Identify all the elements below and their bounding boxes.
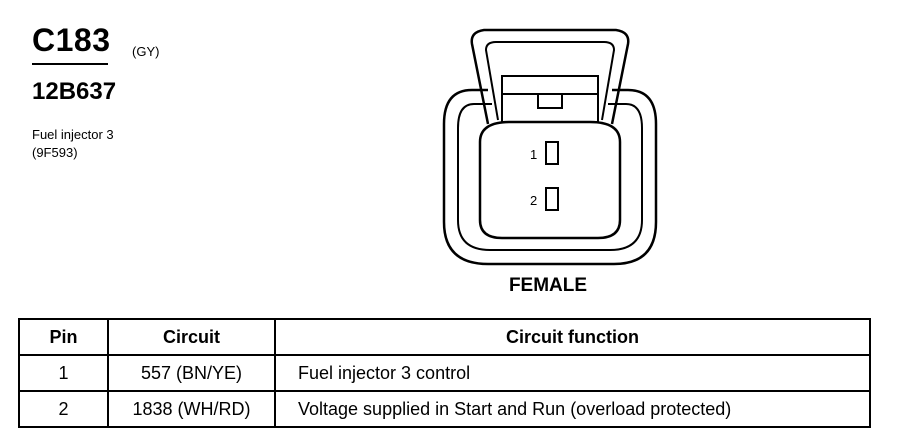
pin-1-cavity <box>545 141 559 165</box>
connector-outer-shell <box>442 88 658 266</box>
connector-color: (GY) <box>132 44 160 59</box>
function-cell: Voltage supplied in Start and Run (overl… <box>274 390 871 428</box>
header-pin: Pin <box>18 318 109 356</box>
circuit-cell: 1838 (WH/RD) <box>107 390 276 428</box>
lock-tab-outer <box>470 28 630 125</box>
header-circuit: Circuit <box>107 318 276 356</box>
connector-id-underline <box>32 63 108 65</box>
pin-2-label: 2 <box>530 193 537 208</box>
table-row: 2 1838 (WH/RD) Voltage supplied in Start… <box>18 390 871 428</box>
pin-cell: 1 <box>18 354 109 392</box>
part-number: 12B637 <box>32 78 117 105</box>
circuit-cell: 557 (BN/YE) <box>107 354 276 392</box>
connector-gender: FEMALE <box>508 275 588 296</box>
connector-id: C183 <box>32 22 111 58</box>
table-header-row: Pin Circuit Circuit function <box>18 318 871 356</box>
component-code: (9F593) <box>32 145 78 160</box>
latch-notch <box>537 94 563 109</box>
connector-inner-shell <box>457 103 643 251</box>
terminal-face <box>478 120 622 240</box>
table-row: 1 557 (BN/YE) Fuel injector 3 control <box>18 354 871 392</box>
component-name: Fuel injector 3 <box>32 127 114 142</box>
header-circuit-function: Circuit function <box>274 318 871 356</box>
pin-1-label: 1 <box>530 147 537 162</box>
pin-cell: 2 <box>18 390 109 428</box>
connector-diagram: 1 2 <box>442 28 658 266</box>
lock-tab-inner <box>484 41 616 121</box>
pin-table: Pin Circuit Circuit function 1 557 (BN/Y… <box>18 318 871 428</box>
pin-2-cavity <box>545 187 559 211</box>
latch-window <box>501 75 599 123</box>
function-cell: Fuel injector 3 control <box>274 354 871 392</box>
